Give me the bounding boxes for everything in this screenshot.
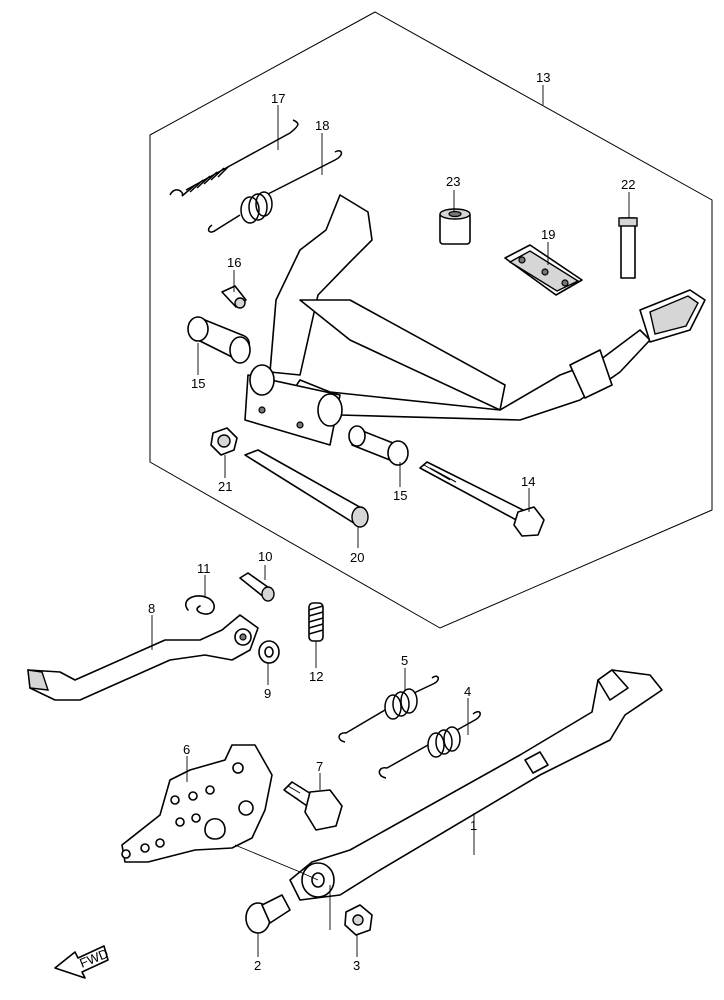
callout-1: 1: [470, 818, 477, 833]
callout-17: 17: [271, 91, 285, 106]
spring-17: [169, 119, 299, 197]
spring-12: [308, 602, 324, 642]
callout-6: 6: [183, 742, 190, 757]
nut-21: [210, 427, 238, 456]
callout-4: 4: [464, 684, 471, 699]
side-stand-1: [289, 669, 663, 901]
callout-19: 19: [541, 227, 555, 242]
callout-22: 22: [621, 177, 635, 192]
callout-14: 14: [521, 474, 535, 489]
callout-10: 10: [258, 549, 272, 564]
callout-11: 11: [197, 561, 211, 576]
callout-21: 21: [218, 479, 232, 494]
clip-11: [185, 595, 215, 615]
center-stand: [244, 194, 706, 446]
front-direction-arrow-icon: FWD: [54, 945, 111, 979]
callout-18: 18: [315, 118, 329, 133]
spring-4: [378, 710, 481, 779]
collar-15-right: [348, 425, 409, 466]
bolt-7: [283, 781, 343, 831]
callout-20: 20: [350, 550, 364, 565]
bolt-2: [245, 894, 291, 934]
bracket-6: [121, 744, 273, 863]
lever-8: [27, 614, 259, 701]
washer-9: [258, 640, 280, 664]
callout-9: 9: [264, 686, 271, 701]
shaft-20: [244, 449, 369, 528]
leader-lines: [151, 85, 630, 957]
callout-5: 5: [401, 653, 408, 668]
callout-2: 2: [254, 958, 261, 973]
bracket-19: [504, 244, 583, 296]
callout-3: 3: [353, 958, 360, 973]
callout-23: 23: [446, 174, 460, 189]
callout-15-right: 15: [393, 488, 407, 503]
callout-8: 8: [148, 601, 155, 616]
spring-5: [338, 675, 439, 743]
nut-3: [344, 904, 373, 936]
callout-15-left: 15: [191, 376, 205, 391]
callout-labels: 1 2 3 4 5 6 7 8 9 10 11 12 13 14 15 15 1…: [148, 70, 635, 973]
pin-10: [239, 572, 275, 602]
bolt-14: [419, 461, 545, 537]
spring-18: [207, 150, 343, 233]
collar-15-left: [187, 316, 251, 364]
callout-12: 12: [309, 669, 323, 684]
callout-7: 7: [316, 759, 323, 774]
grease-nipple-16: [221, 285, 247, 309]
collar-23: [439, 208, 471, 245]
callout-16: 16: [227, 255, 241, 270]
center-stand-kit-outline: [149, 11, 713, 629]
callout-13: 13: [536, 70, 550, 85]
pin-22: [618, 217, 638, 279]
